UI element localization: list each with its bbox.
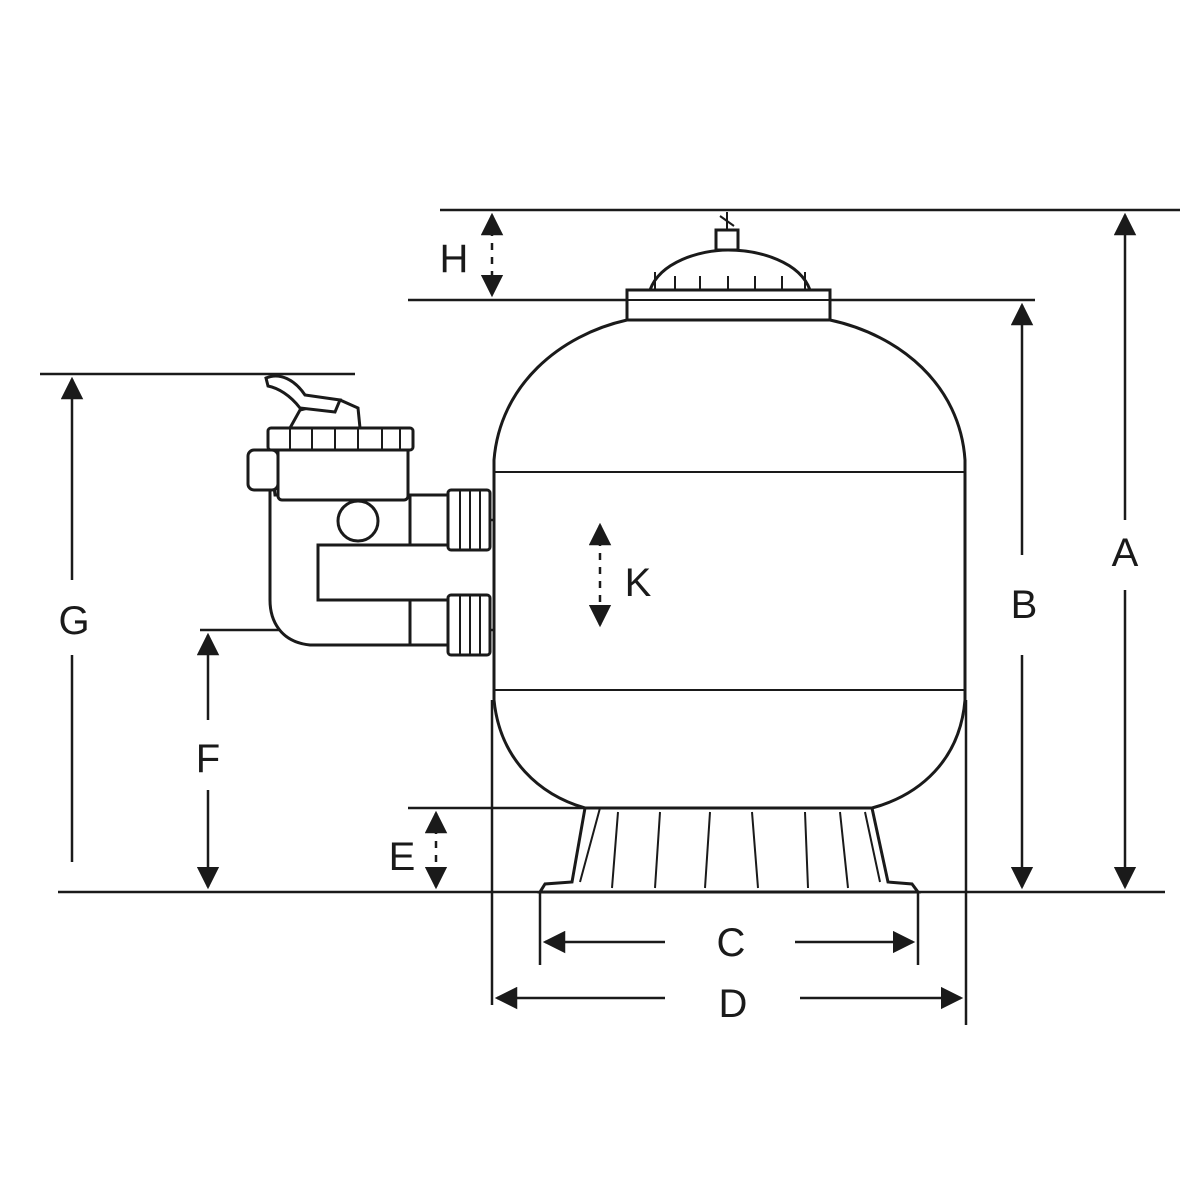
- label-b: B: [1011, 583, 1038, 627]
- lid-ribs: [654, 272, 806, 290]
- valve-upper-connector: [408, 493, 450, 547]
- tank-lid: [625, 212, 832, 322]
- valve-handle-base: [287, 398, 362, 430]
- label-c: C: [717, 921, 746, 965]
- base-ribs: [579, 807, 881, 889]
- valve-side-port: [246, 448, 280, 492]
- label-a: A: [1112, 531, 1139, 575]
- air-release-knob: [719, 212, 735, 230]
- tank-shell: [492, 318, 967, 810]
- air-release-valve: [714, 228, 740, 252]
- tank-base: [537, 806, 921, 894]
- valve-sight-glass: [336, 499, 380, 543]
- lower-union-threads: [459, 595, 481, 655]
- lid-ring: [625, 288, 832, 322]
- upper-union-threads: [459, 490, 481, 550]
- label-e: E: [389, 835, 416, 879]
- valve-lower-connector: [408, 598, 450, 647]
- label-f: F: [196, 737, 220, 781]
- dimension-labels: A B C D E F G H K: [58, 237, 1138, 1026]
- label-g: G: [58, 599, 89, 643]
- valve-handle-lever: [264, 374, 343, 414]
- label-k: K: [625, 561, 652, 605]
- valve-cap-ribs: [289, 428, 401, 450]
- multiport-valve: [246, 374, 492, 657]
- label-h: H: [440, 237, 469, 281]
- label-d: D: [719, 982, 748, 1026]
- dimension-arrows: [60, 212, 1137, 1010]
- filter-tank: [492, 318, 967, 810]
- base-stand: [537, 806, 921, 894]
